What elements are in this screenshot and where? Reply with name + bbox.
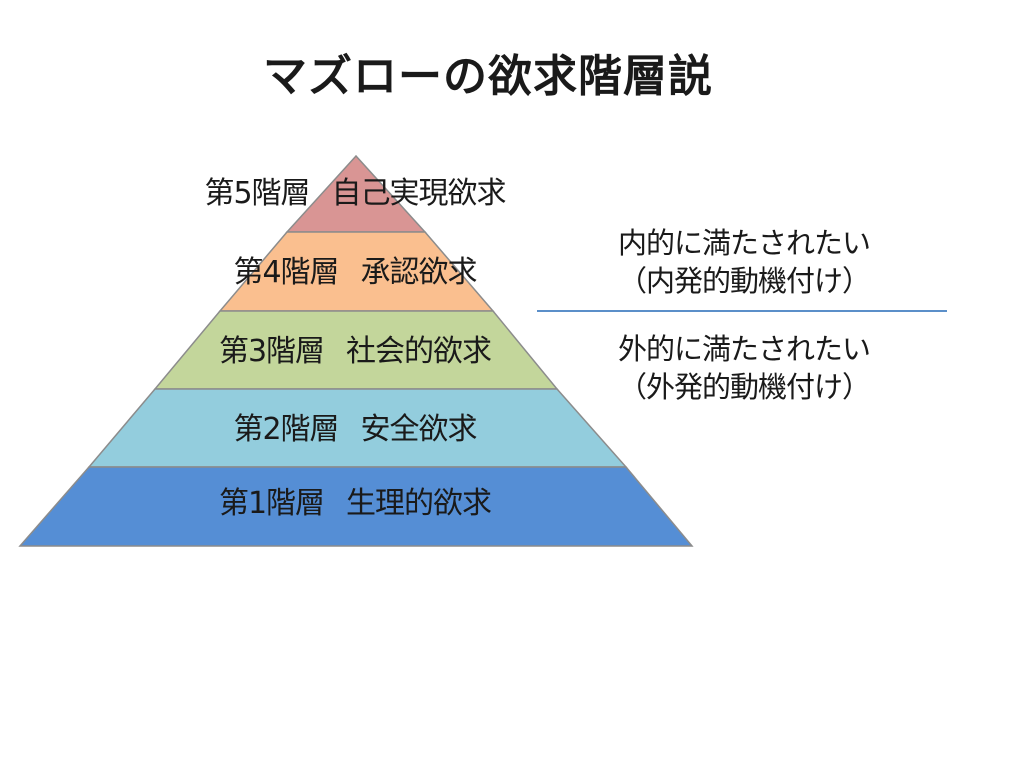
page-title: マズローの欲求階層説 [263, 51, 713, 102]
tier-4-label: 第4階層承認欲求 [100, 255, 610, 291]
intrinsic-note-line2: （内発的動機付け） [617, 264, 871, 298]
tier-2-need: 安全欲求 [360, 412, 478, 447]
tier-2-level: 第2階層 [233, 412, 339, 447]
tier-1-need: 生理的欲求 [346, 486, 492, 521]
pyramid-tier-1 [18, 466, 694, 547]
extrinsic-motivation-note: 外的に満たされたい （外発的動機付け） [540, 330, 948, 406]
tier-4-need: 承認欲求 [360, 255, 478, 290]
intrinsic-motivation-note: 内的に満たされたい （内発的動機付け） [540, 224, 948, 300]
tier-3-level: 第3階層 [218, 334, 325, 369]
tier-1-level: 第1階層 [218, 486, 325, 521]
tier-5-level: 第5階層 [204, 176, 310, 211]
tier-2-label: 第2階層安全欲求 [100, 412, 610, 448]
tier-5-need: 自己実現欲求 [331, 176, 507, 211]
extrinsic-note-line2: （外発的動機付け） [617, 370, 871, 404]
tier-3-need: 社会的欲求 [346, 334, 492, 369]
extrinsic-note-line1: 外的に満たされたい [617, 332, 871, 366]
tier-4-level: 第4階層 [233, 255, 339, 290]
tier-3-label: 第3階層社会的欲求 [100, 334, 610, 370]
tier-5-label: 第5階層自己実現欲求 [100, 176, 610, 212]
intrinsic-note-line1: 内的に満たされたい [617, 226, 871, 260]
tier-1-label: 第1階層生理的欲求 [100, 486, 610, 522]
motivation-divider [537, 310, 947, 312]
